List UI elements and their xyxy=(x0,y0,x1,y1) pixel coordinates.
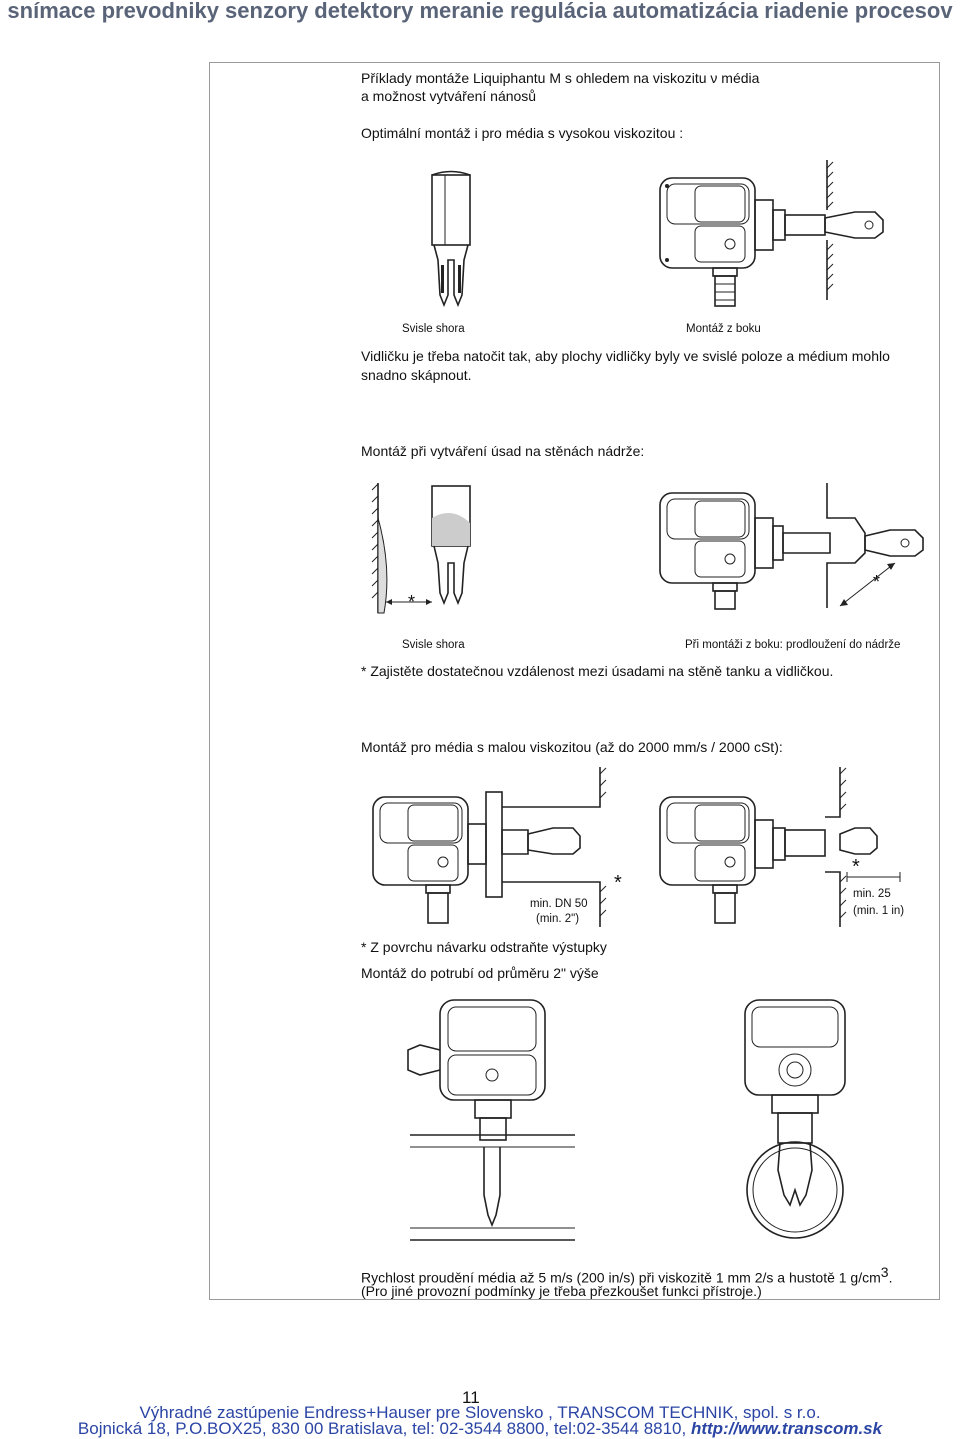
section4-flow-line2: (Pro jiné provozní podmínky je třeba pře… xyxy=(361,1283,762,1299)
section4-flow-line1: Rychlost proudění média až 5 m/s (200 in… xyxy=(361,1263,892,1287)
low-viscosity-side-diagram xyxy=(659,767,901,927)
pipe-mount-diagram xyxy=(407,999,846,1241)
dn-label-line1: min. DN 50 xyxy=(530,898,588,910)
section2-title: Montáž při vytváření úsad na stěnách nád… xyxy=(361,443,645,459)
section1-subtitle: Optimální montáž i pro média s vysokou v… xyxy=(361,125,684,141)
section1-note-line1: Vidličku je třeba natočit tak, aby ploch… xyxy=(361,348,890,364)
footer-line1: Výhradné zastúpenie Endress+Hauser pre S… xyxy=(139,1403,821,1422)
fork-vertical-diagram xyxy=(431,170,471,308)
section1-title-line1: Příklady montáže Liquiphantu M s ohledem… xyxy=(361,70,760,86)
section2-label-right: Při montáži z boku: prodloužení do nádrž… xyxy=(685,639,901,651)
section1-label-left: Svisle shora xyxy=(402,323,465,335)
min-label-line1: min. 25 xyxy=(853,888,891,900)
page-number: 11 xyxy=(462,1388,480,1407)
site-banner: snímace prevodniky senzory detektory mer… xyxy=(7,0,953,23)
footer-website-link[interactable]: http://www.transcom.sk xyxy=(690,1419,883,1438)
content-frame xyxy=(209,62,940,1300)
low-viscosity-flange-diagram xyxy=(372,767,607,927)
section4-title: Montáž do potrubí od průměru 2" výše xyxy=(361,965,599,981)
side-mount-diagram xyxy=(659,160,884,307)
section3-note: * Z povrchu návarku odstraňte výstupky xyxy=(361,939,607,955)
flow-end: . xyxy=(888,1269,893,1286)
min-label-line2: (min. 1 in) xyxy=(853,905,905,917)
section1-title-line2: a možnost vytváření nánosů xyxy=(361,88,537,104)
section1-label-right: Montáž z boku xyxy=(686,323,761,335)
low-viscosity-star-right: * xyxy=(852,856,860,878)
section3-title: Montáž pro média s malou viskozitou (až … xyxy=(361,739,783,755)
dn-label-line2: (min. 2") xyxy=(536,913,580,925)
section2-label-left: Svisle shora xyxy=(402,639,465,651)
flow-text: Rychlost proudění média až 5 m/s (200 in… xyxy=(361,1269,881,1286)
deposit-vertical-diagram: * xyxy=(371,483,471,614)
deposit-star-right: * xyxy=(873,572,880,592)
low-viscosity-star-left: * xyxy=(614,872,622,894)
flow-superscript: 3 xyxy=(880,1264,889,1280)
section1-note-line2: snadno skápnout. xyxy=(361,367,472,383)
section2-note: * Zajistěte dostatečnou vzdálenost mezi … xyxy=(361,663,834,679)
deposit-side-diagram: * xyxy=(659,483,924,610)
footer-address: Bojnická 18, P.O.BOX25, 830 00 Bratislav… xyxy=(77,1419,691,1438)
footer-line2: Bojnická 18, P.O.BOX25, 830 00 Bratislav… xyxy=(0,1419,960,1439)
